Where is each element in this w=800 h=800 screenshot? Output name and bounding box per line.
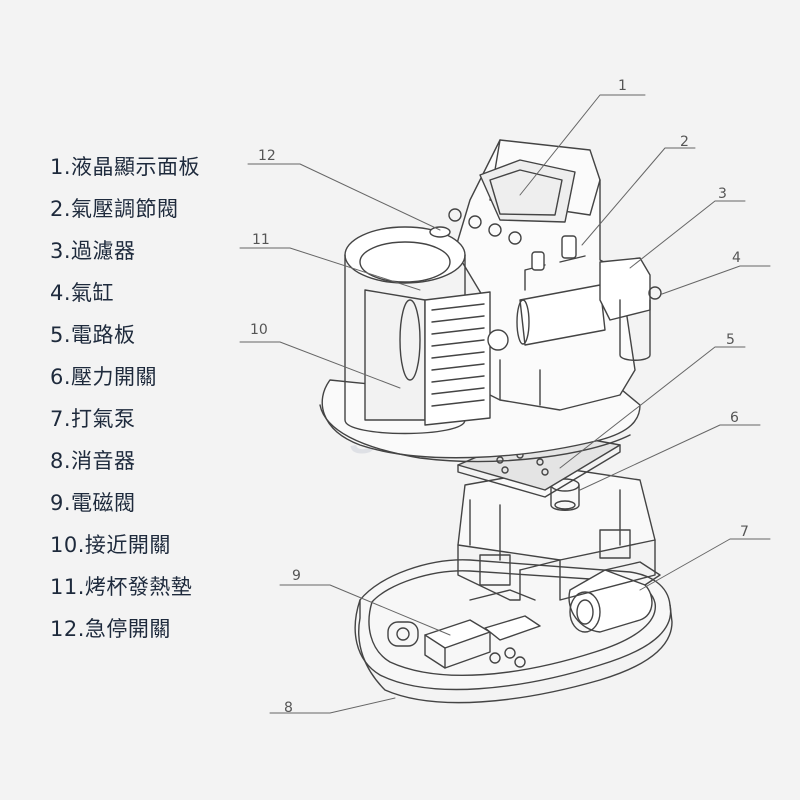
- mug-heater: [344, 226, 491, 435]
- callout-5: 5: [726, 332, 735, 348]
- legend-item-1: 1.液晶顯示面板: [50, 155, 201, 179]
- callout-8: 8: [284, 700, 293, 716]
- callout-3: 3: [718, 186, 727, 202]
- solenoid-valve: [424, 589, 541, 669]
- proximity-switch: [487, 329, 509, 351]
- air-cylinder: [516, 255, 606, 346]
- air-filter: [599, 257, 662, 361]
- legend-item-5: 5.電路板: [50, 323, 136, 347]
- callout-6: 6: [730, 410, 739, 426]
- legend-item-10: 10.接近開關: [50, 533, 171, 557]
- callout-4: 4: [732, 250, 741, 266]
- callout-2: 2: [680, 134, 689, 150]
- legend-item-4: 4.氣缸: [50, 281, 115, 305]
- legend-item-2: 2.氣壓調節閥: [50, 197, 179, 221]
- callout-12: 12: [258, 148, 276, 164]
- pressure-regulator: [531, 235, 577, 271]
- emergency-stop-button: [429, 226, 451, 238]
- callout-7: 7: [740, 524, 749, 540]
- legend-item-9: 9.電磁閥: [50, 491, 136, 515]
- parts-legend: 1.液晶顯示面板 2.氣壓調節閥 3.過濾器 4.氣缸 5.電路板 6.壓力開關…: [50, 146, 200, 650]
- legend-item-11: 11.烤杯發熱墊: [50, 575, 193, 599]
- legend-item-12: 12.急停開關: [50, 617, 171, 641]
- legend-item-8: 8.消音器: [50, 449, 136, 473]
- callout-10: 10: [250, 322, 268, 338]
- callout-11: 11: [252, 232, 270, 248]
- legend-item-6: 6.壓力開關: [50, 365, 158, 389]
- leader-lines: [239, 94, 771, 714]
- legend-item-7: 7.打氣泵: [50, 407, 136, 431]
- air-pump: [568, 561, 661, 633]
- callout-1: 1: [618, 78, 627, 94]
- legend-item-3: 3.過濾器: [50, 239, 136, 263]
- callout-9: 9: [292, 568, 301, 584]
